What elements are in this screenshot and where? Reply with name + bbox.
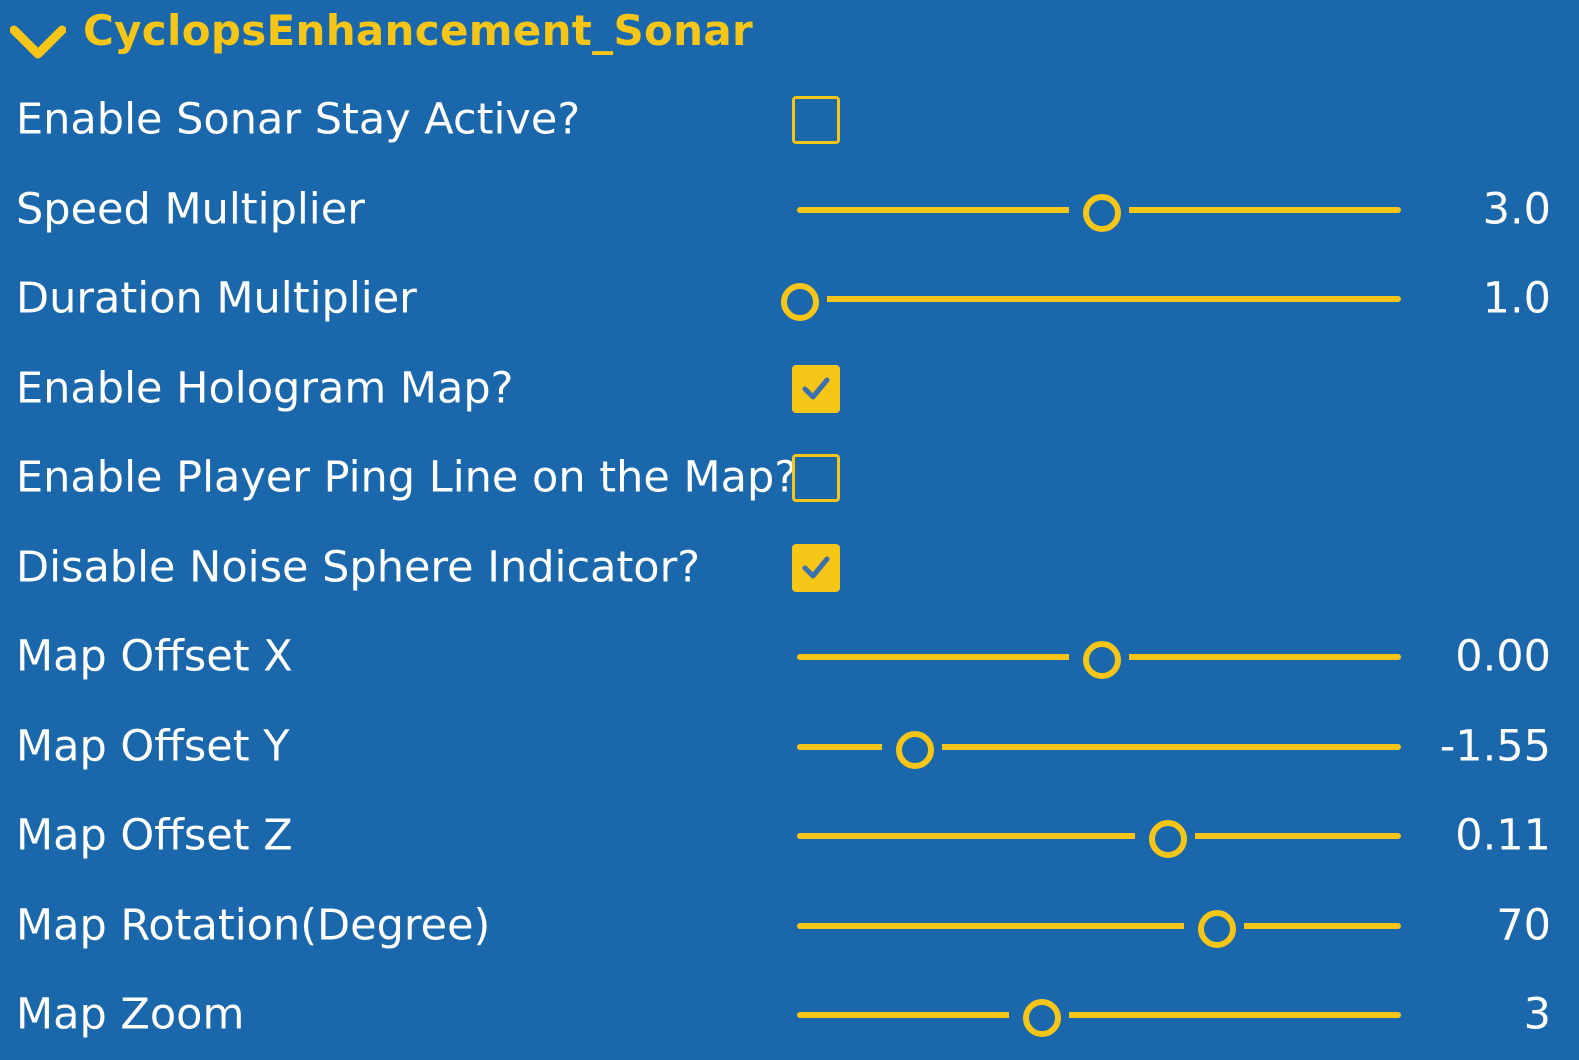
slider-handle[interactable]: [1083, 641, 1121, 679]
setting-label: Enable Player Ping Line on the Map?: [16, 452, 798, 503]
setting-label: Map Rotation(Degree): [16, 900, 491, 950]
checkmark-icon: [802, 556, 830, 578]
section-header[interactable]: CyclopsEnhancement_Sonar: [0, 0, 1579, 72]
slider-value: 3: [1523, 989, 1551, 1040]
setting-label: Map Offset Y: [16, 721, 290, 771]
slider[interactable]: [797, 995, 1401, 1037]
setting-row: Map Zoom 3: [0, 971, 1579, 1060]
setting-label: Duration Multiplier: [16, 273, 417, 324]
setting-row: Map Offset Y -1.55: [0, 702, 1579, 791]
slider-track[interactable]: [797, 833, 1401, 839]
slider-track[interactable]: [797, 1012, 1401, 1018]
slider[interactable]: [797, 906, 1401, 948]
setting-row: Speed Multiplier 3.0: [0, 165, 1579, 254]
chevron-down-icon[interactable]: [9, 22, 67, 62]
slider-handle[interactable]: [1083, 193, 1121, 232]
setting-row: Enable Player Ping Line on the Map?: [0, 434, 1579, 523]
slider[interactable]: [797, 727, 1401, 769]
slider[interactable]: [797, 190, 1401, 232]
setting-label: Map Zoom: [16, 989, 245, 1040]
slider-track[interactable]: [797, 743, 1401, 750]
slider[interactable]: [797, 816, 1401, 858]
slider-value: 1.0: [1482, 273, 1551, 324]
setting-row: Duration Multiplier 1.0: [0, 255, 1579, 344]
setting-label: Disable Noise Sphere Indicator?: [16, 542, 701, 592]
slider-track[interactable]: [797, 296, 1401, 302]
slider-value: 0.00: [1455, 631, 1551, 682]
setting-label: Enable Hologram Map?: [16, 363, 514, 413]
setting-label: Map Offset X: [16, 631, 293, 682]
checkbox-unchecked[interactable]: [792, 96, 840, 144]
slider-value: 0.11: [1455, 810, 1551, 861]
setting-label: Map Offset Z: [16, 810, 293, 861]
slider-value: 3.0: [1482, 184, 1551, 234]
checkmark-icon: [802, 377, 830, 399]
setting-label: Enable Sonar Stay Active?: [16, 94, 581, 145]
slider-value: -1.55: [1439, 721, 1551, 771]
setting-label: Speed Multiplier: [16, 184, 365, 234]
setting-row: Disable Noise Sphere Indicator?: [0, 523, 1579, 612]
slider-value: 70: [1496, 900, 1551, 950]
slider-handle[interactable]: [895, 730, 934, 769]
checkbox-checked[interactable]: [792, 364, 840, 413]
slider-handle[interactable]: [1197, 909, 1236, 948]
slider[interactable]: [767, 279, 1401, 321]
slider-handle[interactable]: [1022, 999, 1061, 1037]
checkbox-checked[interactable]: [792, 543, 840, 592]
setting-row: Enable Hologram Map?: [0, 344, 1579, 433]
setting-row: Map Rotation(Degree) 70: [0, 881, 1579, 970]
setting-row: Enable Sonar Stay Active?: [0, 76, 1579, 165]
setting-row: Map Offset Z 0.11: [0, 792, 1579, 881]
slider-handle[interactable]: [1149, 820, 1188, 858]
setting-row: Map Offset X 0.00: [0, 613, 1579, 702]
slider-track[interactable]: [797, 922, 1401, 929]
slider[interactable]: [797, 637, 1401, 679]
slider-handle[interactable]: [781, 283, 819, 321]
checkbox-unchecked[interactable]: [792, 454, 840, 502]
section-title: CyclopsEnhancement_Sonar: [83, 6, 754, 55]
